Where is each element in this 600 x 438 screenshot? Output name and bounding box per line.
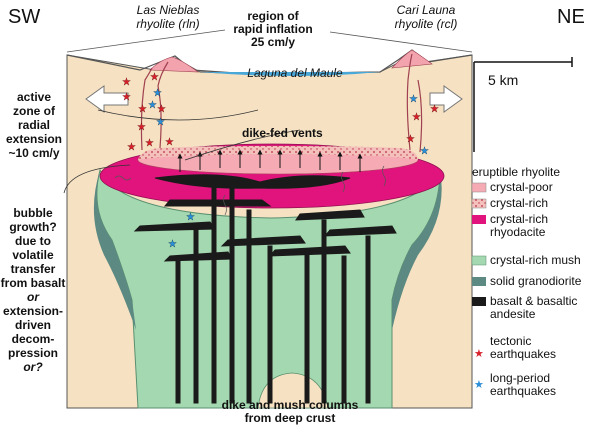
las-nieblas-dome xyxy=(149,56,199,73)
granodiorite-rind-left xyxy=(93,170,136,330)
svg-text:★: ★ xyxy=(122,77,131,88)
inflation-line-left xyxy=(66,29,226,53)
bubble-label-1: bubble xyxy=(13,206,53,220)
svg-text:★: ★ xyxy=(150,72,159,83)
svg-text:★: ★ xyxy=(138,104,147,115)
active-zone-label-3: radial xyxy=(17,118,50,132)
svg-text:★: ★ xyxy=(157,104,166,115)
svg-text:★: ★ xyxy=(156,117,165,128)
bubble-label-11: pression xyxy=(7,346,58,360)
bubble-label-12: or? xyxy=(23,360,43,374)
svg-text:★: ★ xyxy=(406,134,415,145)
legend-mush: crystal-rich mush xyxy=(490,253,581,267)
bottom-label-line1: dike and mush columns xyxy=(221,398,359,412)
svg-text:★: ★ xyxy=(153,88,162,99)
vents-label: dike-fed vents xyxy=(242,126,323,140)
svg-text:★: ★ xyxy=(412,112,421,123)
legend-crystal-poor-swatch xyxy=(471,182,487,193)
legend-mush-swatch xyxy=(471,255,487,266)
svg-text:★: ★ xyxy=(137,122,146,133)
scale-label: 5 km xyxy=(488,72,519,88)
las-nieblas-label-line1: Las Nieblas xyxy=(136,3,200,17)
bubble-label-10: decom- xyxy=(11,332,55,346)
bubble-label-6: from basalt xyxy=(0,276,66,290)
direction-sw: SW xyxy=(8,6,41,28)
bubble-label-8: extension- xyxy=(2,304,63,318)
legend-granodiorite: solid granodiorite xyxy=(490,274,582,288)
legend-heading: eruptible rhyolite xyxy=(472,165,561,179)
legend-basalt-line1: basalt & basaltic xyxy=(490,294,578,308)
legend-crystal-poor: crystal-poor xyxy=(490,180,553,194)
legend-swatches: ★ ★ xyxy=(471,182,487,391)
basalt-intrusions xyxy=(133,174,397,404)
cari-launa-dome xyxy=(391,49,433,69)
svg-text:★: ★ xyxy=(145,138,154,149)
bubble-label-7: or xyxy=(27,290,39,304)
laguna-del-maule xyxy=(200,72,380,76)
bubble-label-4: volatile xyxy=(12,248,54,262)
feeder-dikes xyxy=(140,53,423,153)
bubble-label-5: transfer xyxy=(10,262,56,276)
bottom-label-line2: from deep crust xyxy=(244,411,336,425)
cari-launa-label-line1: Cari Launa xyxy=(396,3,456,17)
inflation-label-line3: 25 cm/y xyxy=(250,35,296,49)
tectonic-earthquakes: ★ ★ ★ ★ ★ ★ ★ ★ ★ ★ ★ ★ xyxy=(122,72,439,153)
bubble-arrows xyxy=(177,149,363,172)
inflation-label-line1: region of xyxy=(247,9,299,23)
legend-tectonic-line2: earthquakes xyxy=(490,347,557,361)
extension-arrow-right xyxy=(429,85,463,113)
active-zone-label-5: ~10 cm/y xyxy=(8,146,60,160)
bubble-label-9: driven xyxy=(14,318,51,332)
legend-lp-star: ★ xyxy=(474,378,484,391)
legend-tectonic-line1: tectonic xyxy=(490,334,532,348)
lake-label: Laguna del Maule xyxy=(247,66,343,80)
inflation-label-line2: rapid inflation xyxy=(233,22,313,36)
svg-text:★: ★ xyxy=(420,146,429,157)
granodiorite-rind-right xyxy=(392,170,442,330)
legend-lp-line2: earthquakes xyxy=(490,384,557,398)
svg-text:★: ★ xyxy=(409,94,418,105)
inflation-line-right xyxy=(329,31,473,53)
legend-rhyodacite-swatch xyxy=(472,215,486,224)
extension-arrow-left xyxy=(85,85,129,113)
legend-rhyodacite-line2: rhyodacite xyxy=(490,225,546,239)
active-zone-label-4: extension xyxy=(5,132,62,146)
svg-text:★: ★ xyxy=(148,100,157,111)
bubble-label-2: growth? xyxy=(9,220,57,234)
direction-ne: NE xyxy=(557,6,585,28)
legend-granodiorite-swatch xyxy=(472,277,486,286)
legend-basalt-line2: andesite xyxy=(490,307,536,321)
legend-basalt-swatch xyxy=(472,297,486,306)
legend-rhyodacite-line1: crystal-rich xyxy=(490,212,549,226)
leader-lines xyxy=(63,109,301,194)
bubble-label-3: due to xyxy=(15,234,51,248)
scale-bar xyxy=(473,57,573,152)
las-nieblas-label-line2: rhyolite (rln) xyxy=(136,17,200,31)
legend-tectonic-star: ★ xyxy=(474,347,484,360)
svg-text:★: ★ xyxy=(165,137,174,148)
active-zone-label-2: zone of xyxy=(13,104,55,118)
active-zone-label-1: active xyxy=(16,90,52,104)
legend-crystal-rich-swatch xyxy=(471,198,487,209)
svg-text:★: ★ xyxy=(122,92,131,103)
cari-launa-label-line2: rhyolite (rcl) xyxy=(394,17,458,31)
long-period-earthquakes: ★ ★ ★ ★ ★ ★ ★ xyxy=(148,88,429,250)
svg-text:★: ★ xyxy=(127,142,136,153)
legend-crystal-rich: crystal-rich xyxy=(490,196,549,210)
svg-text:★: ★ xyxy=(186,212,195,223)
svg-text:★: ★ xyxy=(430,104,439,115)
svg-text:★: ★ xyxy=(168,239,177,250)
legend-lp-line1: long-period xyxy=(490,371,551,385)
wavy-wisps xyxy=(114,165,386,216)
